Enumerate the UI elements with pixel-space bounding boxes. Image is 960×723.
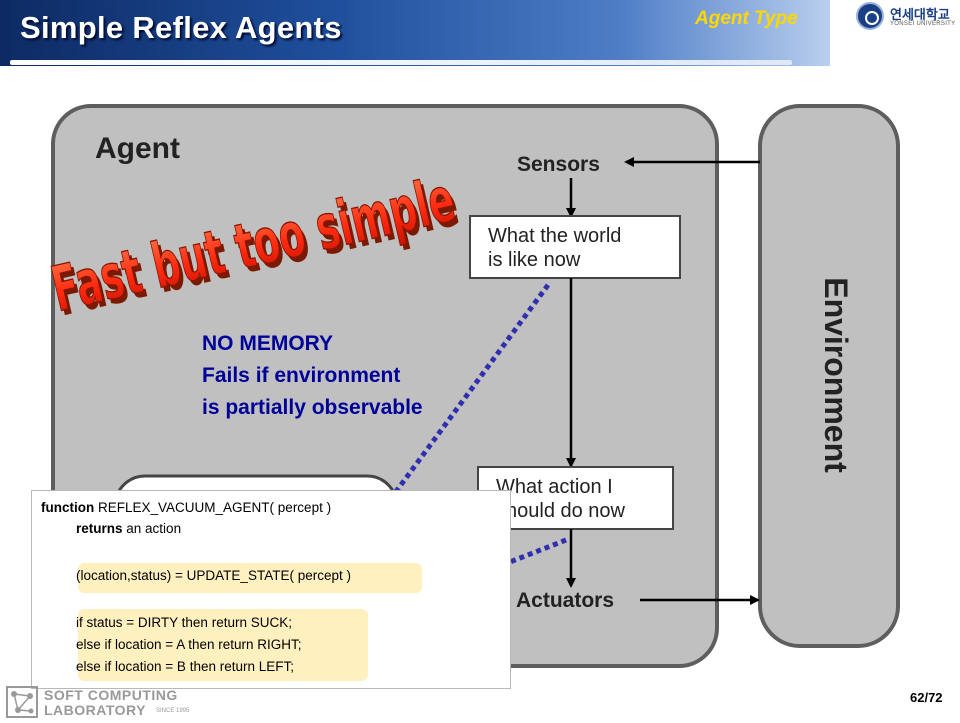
code-update-line: (location,status) = UPDATE_STATE( percep… [76,568,351,583]
sensors-label: Sensors [517,153,600,176]
agent-label: Agent [95,132,180,165]
limitations-note: NO MEMORY Fails if environment is partia… [202,328,423,424]
university-name-english: YONSEI UNIVERSITY [890,21,956,27]
code-returns-rest: an action [126,521,182,536]
world-state-box [469,215,681,279]
code-rule-2: else if location = A then return RIGHT; [76,637,302,652]
slide-title: Simple Reflex Agents [20,10,342,45]
note-line-partially-observable: is partially observable [202,396,423,419]
environment-label: Environment [818,277,854,473]
lab-since: SINCE 1995 [156,708,190,714]
code-signature: REFLEX_VACUUM_AGENT( percept ) [98,500,332,515]
university-logo: 연세대학교 YONSEI UNIVERSITY [840,0,960,34]
title-underline [10,60,792,65]
page-number: 62/72 [910,690,943,705]
update-state-highlight [78,563,422,593]
code-rule-1: if status = DIRTY then return SUCK; [76,615,292,630]
note-line-no-memory: NO MEMORY [202,332,334,355]
code-signature-line: function REFLEX_VACUUM_AGENT( percept ) [41,500,331,515]
world-state-line-1: What the world [488,225,621,247]
code-rule-3: else if location = B then return LEFT; [76,659,294,674]
note-line-fails: Fails if environment [202,364,401,387]
lab-name-line-1: SOFT COMPUTING [44,687,178,703]
world-state-line-2: is like now [488,249,581,271]
rules-highlight [78,609,368,681]
lab-logo: SOFT COMPUTING LABORATORY SINCE 1995 [6,686,216,720]
section-label: Agent Type [695,8,798,29]
university-name-korean: 연세대학교 [890,8,950,23]
lab-network-icon [6,686,38,718]
code-returns-line: returns an action [76,521,181,536]
lab-name-line-2: LABORATORY [44,702,146,718]
university-seal-icon [856,2,884,30]
code-keyword-function: function [41,500,95,515]
action-line-2: should do now [496,500,626,522]
header-band [0,0,830,66]
actuators-label: Actuators [516,589,614,612]
code-keyword-returns: returns [76,521,123,536]
pseudocode-box: function REFLEX_VACUUM_AGENT( percept ) … [31,490,511,689]
action-line-1: What action I [496,476,613,498]
environment-box [758,104,900,648]
